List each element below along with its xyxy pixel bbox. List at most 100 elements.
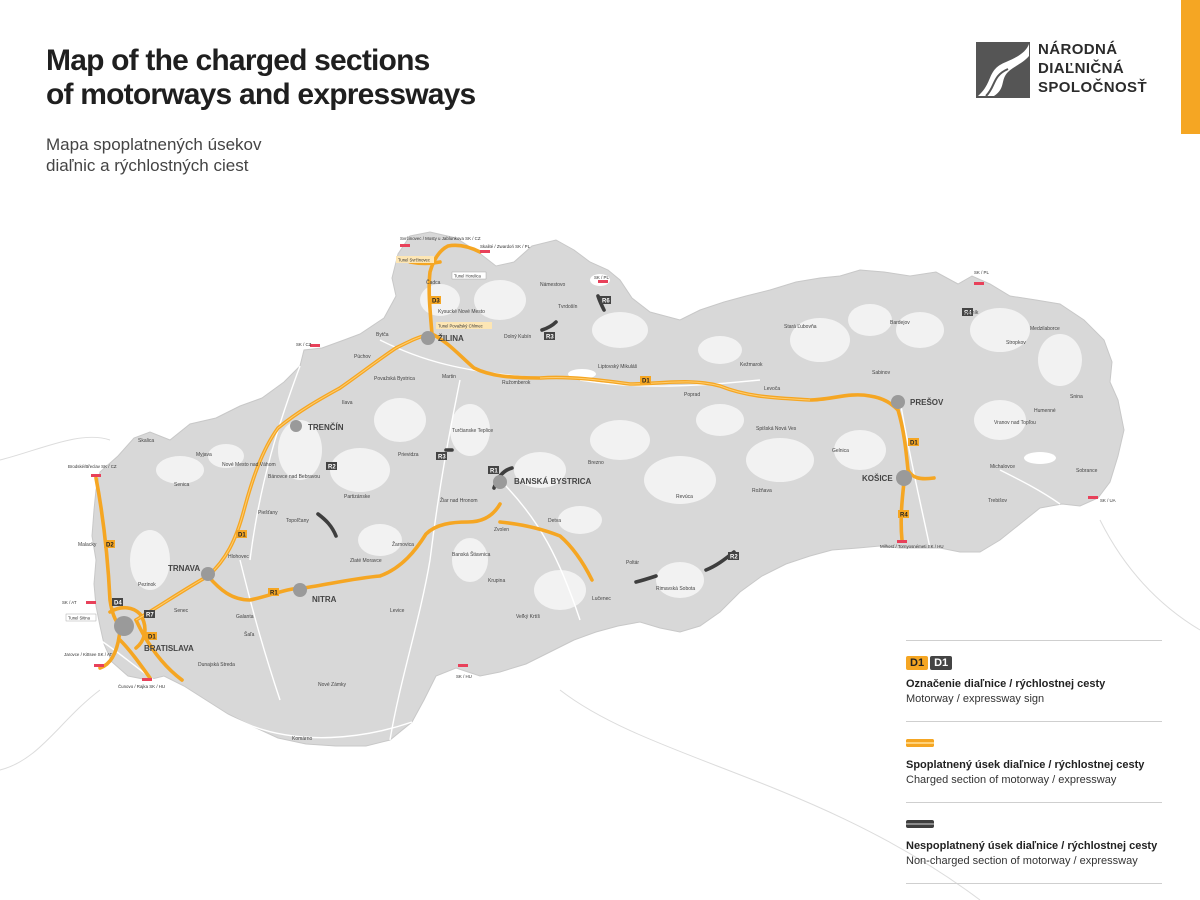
svg-text:Hlohovec: Hlohovec <box>228 554 249 560</box>
svg-text:Skalité / Zwardoń SK / PL: Skalité / Zwardoń SK / PL <box>480 244 531 249</box>
city-kosice: KOŠICE <box>862 474 893 483</box>
legend-charged: Spoplatnený úsek diaľnice / rýchlostnej … <box>906 721 1162 802</box>
svg-text:Galanta: Galanta <box>236 614 254 620</box>
title-line-1: Map of the charged sections <box>46 44 430 77</box>
svg-text:Senica: Senica <box>174 482 190 488</box>
svg-text:SK / PL: SK / PL <box>974 270 989 275</box>
subtitle-line-2: diaľnic a rýchlostných ciest <box>46 156 249 175</box>
city-areas <box>114 331 912 636</box>
svg-text:Šaľa: Šaľa <box>244 631 255 638</box>
svg-text:D1: D1 <box>238 533 246 539</box>
svg-text:Medzilaborce: Medzilaborce <box>1030 326 1060 332</box>
svg-text:Brezno: Brezno <box>588 460 604 466</box>
svg-text:Piešťany: Piešťany <box>258 510 278 516</box>
badge-r6: R6 <box>600 296 611 305</box>
badge-motorway: D1 <box>906 656 929 670</box>
svg-text:R1: R1 <box>270 591 278 597</box>
svg-text:Tunel Svrčinovec: Tunel Svrčinovec <box>398 258 430 263</box>
accent-bar <box>1181 0 1200 134</box>
page-title: Map of the charged sections of motorways… <box>46 44 476 112</box>
svg-text:D1: D1 <box>148 635 156 641</box>
svg-text:R1: R1 <box>490 469 498 475</box>
logo-line-2: DIAĽNIČNÁ <box>1038 60 1125 77</box>
svg-text:Veľký Krtíš: Veľký Krtíš <box>516 614 540 620</box>
svg-text:Senec: Senec <box>174 608 189 614</box>
svg-text:Kysucké Nové Mesto: Kysucké Nové Mesto <box>438 309 485 315</box>
forest-areas <box>130 280 1082 610</box>
svg-text:Žarnovica: Žarnovica <box>392 540 414 548</box>
svg-text:SK / HU: SK / HU <box>456 674 472 679</box>
badge-d2: D2 <box>104 540 115 549</box>
nds-logo: NÁRODNÁ DIAĽNIČNÁ SPOLOČNOSŤ <box>976 40 1176 102</box>
svg-text:Ružomberok: Ružomberok <box>502 380 531 386</box>
svg-text:Jarovce / Kittsee SK / AT: Jarovce / Kittsee SK / AT <box>64 652 113 657</box>
svg-text:Žiar nad Hronom: Žiar nad Hronom <box>440 496 478 504</box>
badge-r4-svidnik: R4 <box>962 308 973 317</box>
svg-text:Dunajská Streda: Dunajská Streda <box>198 662 235 668</box>
badge-r2-lucenec: R2 <box>728 552 739 561</box>
svg-text:Bytča: Bytča <box>376 332 389 338</box>
svg-text:Púchov: Púchov <box>354 354 371 360</box>
legend-sign-en: Motorway / expressway sign <box>906 693 1045 705</box>
svg-text:Bánovce nad Bebravou: Bánovce nad Bebravou <box>268 474 320 480</box>
charged-road-swatch <box>906 739 934 747</box>
svg-text:Levoča: Levoča <box>764 386 780 392</box>
svg-text:Svidník: Svidník <box>962 310 979 316</box>
badge-d1-presov: D1 <box>908 438 919 447</box>
noncharged-road-swatch <box>906 820 934 828</box>
city-banska-bystrica: BANSKÁ BYSTRICA <box>514 477 592 486</box>
svg-text:Sabinov: Sabinov <box>872 370 891 376</box>
svg-text:Stará Ľubovňa: Stará Ľubovňa <box>784 324 817 330</box>
svg-text:Čadca: Čadca <box>426 279 441 286</box>
svg-text:Komárno: Komárno <box>292 736 313 742</box>
badge-r3: R3 <box>436 452 447 461</box>
svg-text:Zvolen: Zvolen <box>494 527 509 533</box>
badge-r1-bb: R1 <box>488 466 499 475</box>
tunnel-horelica: Tunel Horelica <box>451 271 487 280</box>
border-crossings <box>86 244 1098 681</box>
svg-text:R3: R3 <box>438 455 446 461</box>
tunnel-labels: Tunel Sitina Tunel Svrčinovec Tunel Hore… <box>65 256 492 622</box>
badge-d3: D3 <box>430 296 441 305</box>
badge-r1-nitra: R1 <box>268 588 279 597</box>
svg-text:Myjava: Myjava <box>196 452 212 458</box>
svg-text:Tunel Sitina: Tunel Sitina <box>68 616 91 621</box>
legend-charged-en: Charged section of motorway / expressway <box>906 774 1117 786</box>
road-logo-icon <box>976 42 1030 98</box>
svg-text:Skalica: Skalica <box>138 438 154 444</box>
svg-text:Tvrdošín: Tvrdošín <box>558 304 578 310</box>
tunnel-povazsky: Tunel Považský Chlmec <box>436 322 492 329</box>
svg-text:Nové Zámky: Nové Zámky <box>318 682 347 688</box>
svg-text:Ilava: Ilava <box>342 400 353 406</box>
svg-text:Stropkov: Stropkov <box>1006 340 1026 346</box>
tunnel-sitina: Tunel Sitina <box>65 613 97 622</box>
svg-text:Tunel Považský Chlmec: Tunel Považský Chlmec <box>438 324 483 329</box>
svg-text:D2: D2 <box>106 543 114 549</box>
badge-d1-bratislava: D1 <box>146 632 157 641</box>
svg-text:Levice: Levice <box>390 608 405 614</box>
border-labels: Brodské/Břeclav SK / CZ SK / AT Jarovce … <box>62 236 1116 689</box>
svg-text:R7: R7 <box>146 613 154 619</box>
svg-text:Čunovo / Rajka SK / HU: Čunovo / Rajka SK / HU <box>118 684 165 689</box>
svg-text:R2: R2 <box>730 555 738 561</box>
svg-text:Detva: Detva <box>548 518 561 524</box>
svg-text:SK / UA: SK / UA <box>1100 498 1116 503</box>
svg-text:Krupina: Krupina <box>488 578 505 584</box>
svg-text:Sobrance: Sobrance <box>1076 468 1098 474</box>
city-bratislava: BRATISLAVA <box>144 644 194 653</box>
legend-charged-sk: Spoplatnený úsek diaľnice / rýchlostnej … <box>906 759 1145 771</box>
svg-text:D3: D3 <box>432 299 440 305</box>
city-trnava: TRNAVA <box>168 564 200 573</box>
svg-text:Bardejov: Bardejov <box>890 320 910 326</box>
svg-text:D1: D1 <box>642 379 650 385</box>
svg-text:SK / AT: SK / AT <box>62 600 77 605</box>
badge-d4: D4 <box>112 598 123 607</box>
legend-free-en: Non-charged section of motorway / expres… <box>906 855 1138 867</box>
svg-text:Topoľčany: Topoľčany <box>286 518 309 524</box>
svg-text:Vranov nad Topľou: Vranov nad Topľou <box>994 420 1036 426</box>
city-trencin: TRENČÍN <box>308 423 344 432</box>
